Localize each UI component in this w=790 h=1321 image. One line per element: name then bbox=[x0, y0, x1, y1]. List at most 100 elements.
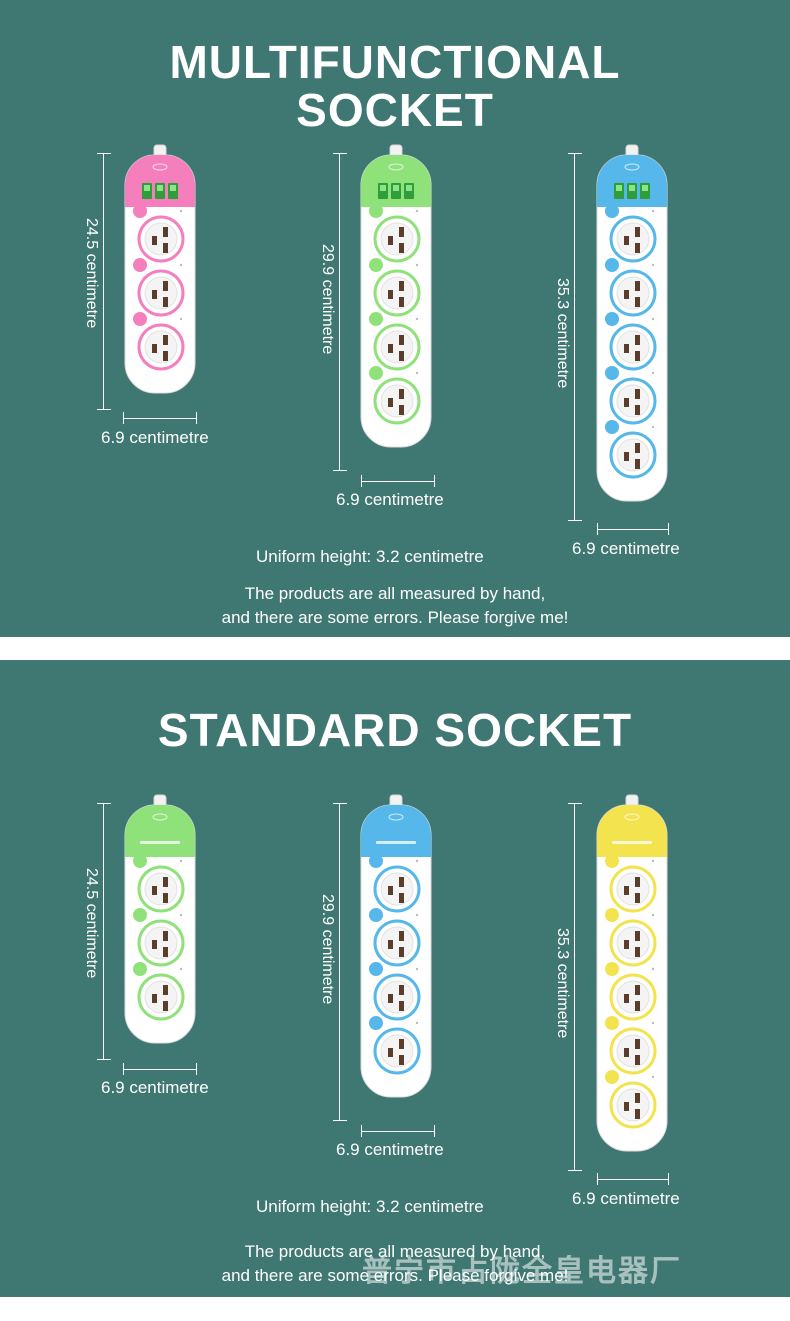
usb-port-inner bbox=[406, 185, 412, 191]
outlet-pin bbox=[635, 931, 640, 941]
indicator-dot bbox=[415, 967, 419, 971]
outlet-pin bbox=[635, 459, 640, 469]
switch-button bbox=[605, 1016, 619, 1030]
strip-cap bbox=[125, 805, 195, 857]
outlet-pin bbox=[388, 1048, 393, 1057]
section-title-line1: MULTIFUNCTIONAL bbox=[169, 36, 621, 88]
logo-mark bbox=[152, 163, 168, 171]
indicator-dot bbox=[179, 209, 183, 213]
outlet-pin bbox=[399, 877, 404, 887]
outlet-pin bbox=[635, 947, 640, 957]
height-dimension-line bbox=[333, 153, 347, 471]
indicator-dot bbox=[651, 967, 655, 971]
outlet-pin bbox=[624, 994, 629, 1003]
indicator-dot bbox=[179, 317, 183, 321]
switch-button bbox=[605, 258, 619, 272]
outlet-pin bbox=[388, 994, 393, 1003]
indicator-dot bbox=[415, 913, 419, 917]
outlet-face bbox=[616, 1088, 650, 1122]
standard-panel: STANDARD SOCKET 24.5 centimetre 6.9 cent… bbox=[0, 660, 790, 1297]
switch-button bbox=[369, 312, 383, 326]
logo-mark bbox=[624, 163, 640, 171]
outlet-face bbox=[616, 438, 650, 472]
outlet-pin bbox=[388, 290, 393, 299]
outlet-pin bbox=[624, 940, 629, 949]
outlet-pin bbox=[624, 398, 629, 407]
outlet-face bbox=[144, 872, 178, 906]
company-watermark: 普宁市占陇全皇电器厂 bbox=[362, 1254, 682, 1289]
outlet-pin bbox=[624, 1048, 629, 1057]
outlet-pin bbox=[163, 243, 168, 253]
switch-button bbox=[369, 1016, 383, 1030]
usb-port-inner bbox=[642, 185, 648, 191]
outlet-pin bbox=[635, 1093, 640, 1103]
outlet-pin bbox=[163, 1001, 168, 1011]
height-dimension-line bbox=[97, 803, 111, 1060]
height-label: 35.3 centimetre bbox=[554, 278, 571, 389]
outlet-face bbox=[144, 330, 178, 364]
brand-text-mark bbox=[376, 841, 416, 844]
power-strip bbox=[595, 143, 669, 503]
outlet-pin bbox=[163, 877, 168, 887]
height-dimension-line bbox=[97, 153, 111, 410]
outlet-pin bbox=[635, 405, 640, 415]
height-dimension-line bbox=[333, 803, 347, 1121]
outlet-pin bbox=[399, 281, 404, 291]
outlet-face bbox=[380, 222, 414, 256]
strip-cap bbox=[361, 155, 431, 207]
usb-port-inner bbox=[393, 185, 399, 191]
height-label: 24.5 centimetre bbox=[83, 218, 100, 329]
width-dimension-line bbox=[597, 1173, 669, 1185]
logo-mark bbox=[152, 813, 168, 821]
switch-button bbox=[605, 962, 619, 976]
outlet-face bbox=[380, 1034, 414, 1068]
outlet-pin bbox=[635, 389, 640, 399]
outlet-face bbox=[616, 1034, 650, 1068]
switch-button bbox=[369, 204, 383, 218]
width-label: 6.9 centimetre bbox=[101, 1078, 209, 1097]
outlet-pin bbox=[163, 351, 168, 361]
outlet-pin bbox=[635, 1039, 640, 1049]
outlet-pin bbox=[635, 877, 640, 887]
outlet-pin bbox=[635, 1001, 640, 1011]
uniform-height-text: Uniform height: 3.2 centimetre bbox=[256, 1197, 484, 1216]
outlet-pin bbox=[163, 335, 168, 345]
outlet-pin bbox=[635, 1055, 640, 1065]
outlet-pin bbox=[399, 1039, 404, 1049]
indicator-dot bbox=[179, 859, 183, 863]
strip-cap bbox=[597, 805, 667, 857]
height-dimension-line bbox=[568, 153, 582, 521]
outlet-face bbox=[144, 276, 178, 310]
outlet-face bbox=[380, 330, 414, 364]
outlet-pin bbox=[624, 886, 629, 895]
width-label: 6.9 centimetre bbox=[336, 490, 444, 509]
power-strip bbox=[359, 793, 433, 1099]
outlet-pin bbox=[388, 940, 393, 949]
switch-button bbox=[133, 204, 147, 218]
power-strip bbox=[595, 793, 669, 1153]
outlet-pin bbox=[635, 227, 640, 237]
width-label: 6.9 centimetre bbox=[101, 428, 209, 447]
outlet-pin bbox=[624, 236, 629, 245]
switch-button bbox=[133, 854, 147, 868]
section-title-line2: SOCKET bbox=[296, 84, 494, 136]
width-dimension-line bbox=[123, 412, 197, 424]
outlet-pin bbox=[635, 297, 640, 307]
width-dimension-line bbox=[123, 1063, 197, 1075]
outlet-pin bbox=[635, 985, 640, 995]
usb-port-inner bbox=[144, 185, 150, 191]
outlet-pin bbox=[399, 243, 404, 253]
outlet-face bbox=[616, 276, 650, 310]
outlet-pin bbox=[399, 335, 404, 345]
switch-button bbox=[369, 854, 383, 868]
indicator-dot bbox=[415, 317, 419, 321]
switch-button bbox=[605, 312, 619, 326]
power-strip bbox=[123, 143, 197, 395]
indicator-dot bbox=[651, 317, 655, 321]
switch-button bbox=[133, 258, 147, 272]
switch-button bbox=[605, 908, 619, 922]
outlet-pin bbox=[152, 994, 157, 1003]
outlet-pin bbox=[399, 893, 404, 903]
outlet-pin bbox=[152, 290, 157, 299]
indicator-dot bbox=[651, 371, 655, 375]
